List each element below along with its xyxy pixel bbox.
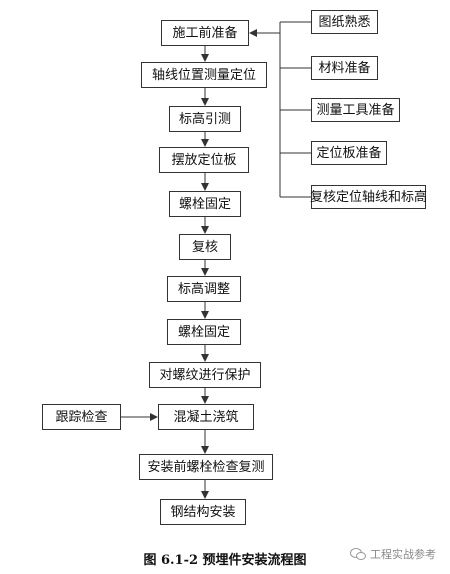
step-bolt-recheck: 安装前螺栓检查复测 [139, 454, 273, 480]
step-elevation-transfer: 标高引测 [169, 106, 241, 132]
prep-materials: 材料准备 [311, 56, 378, 80]
prep-positioning-plate: 定位板准备 [311, 141, 387, 165]
prep-recheck-axis-elevation: 复核定位轴线和标高 [310, 185, 427, 209]
step-thread-protection: 对螺纹进行保护 [149, 362, 261, 388]
watermark-text: 工程实战参考 [370, 548, 436, 561]
step-axis-positioning: 轴线位置测量定位 [141, 62, 267, 88]
step-elevation-adjust: 标高调整 [167, 276, 241, 302]
side-tracking-inspection: 跟踪检查 [42, 404, 121, 430]
watermark: 工程实战参考 [350, 546, 436, 562]
figure-caption: 图 6.1-2 预埋件安装流程图 [143, 553, 307, 568]
step-pre-construction-prep: 施工前准备 [161, 20, 249, 46]
prep-drawing-familiarization: 图纸熟悉 [311, 10, 378, 34]
prep-measuring-tools: 测量工具准备 [311, 98, 400, 122]
step-bolt-fixing-1: 螺栓固定 [169, 191, 241, 217]
step-concrete-pouring: 混凝土浇筑 [158, 404, 254, 430]
wechat-icon [350, 548, 366, 560]
step-bolt-fixing-2: 螺栓固定 [167, 319, 241, 345]
step-place-positioning-plate: 摆放定位板 [159, 147, 249, 173]
step-recheck: 复核 [179, 234, 231, 260]
step-steel-installation: 钢结构安装 [160, 499, 246, 525]
